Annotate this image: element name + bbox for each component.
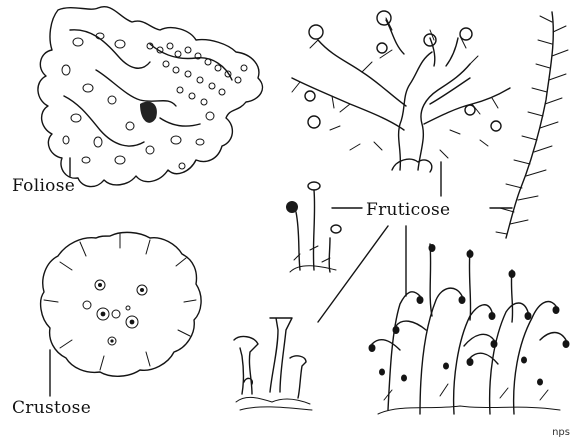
foliose-lichen-drawing xyxy=(38,7,263,187)
fruticose-branching-lichen-drawing xyxy=(292,11,510,196)
fruticose-trumpet-cup-drawing xyxy=(234,226,388,410)
foliose-label: Foliose xyxy=(12,176,75,196)
crustose-lichen-drawing xyxy=(41,232,201,396)
fruticose-hanging-lichen-drawing xyxy=(490,12,568,238)
image-credit: nps xyxy=(552,427,570,438)
fruticose-nodding-stalks-drawing xyxy=(369,226,570,414)
fruticose-label: Fruticose xyxy=(366,200,450,220)
crustose-label: Crustose xyxy=(12,398,91,418)
fruticose-pixie-cup-small-drawing xyxy=(286,182,362,272)
